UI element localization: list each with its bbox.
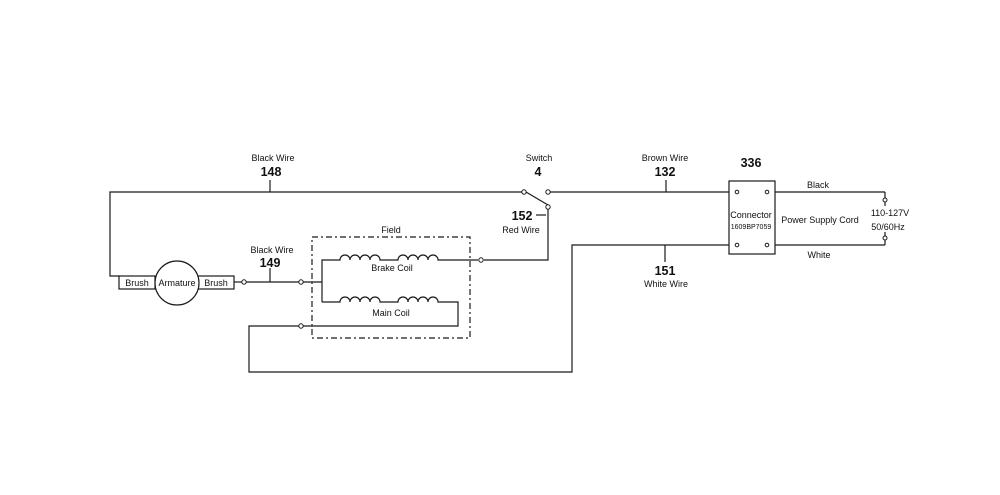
field-enclosure xyxy=(311,236,471,339)
switch-label: Switch xyxy=(526,153,553,163)
red-wire-152 xyxy=(484,209,549,261)
brake-coil-label: Brake Coil xyxy=(371,263,413,273)
black-label: Black xyxy=(807,180,830,190)
brake-coil xyxy=(321,254,478,302)
power-supply-cord-label: Power Supply Cord xyxy=(781,215,859,225)
white-wire-terminal xyxy=(298,323,304,329)
connector-pin xyxy=(734,189,740,195)
wire-number-148: 148 xyxy=(261,165,282,179)
voltage-label: 110-127V xyxy=(871,208,909,218)
switch-terminal-bottom xyxy=(545,204,551,210)
brush-right-label: Brush xyxy=(204,278,228,288)
black-wire-148 xyxy=(109,191,522,277)
plug-terminal xyxy=(882,197,888,203)
armature-label: Armature xyxy=(158,278,195,288)
wire-number-149: 149 xyxy=(260,256,281,270)
main-coil xyxy=(303,296,459,327)
white-wire-label: White Wire xyxy=(644,279,688,289)
switch-blade xyxy=(525,191,549,206)
connector-number-336: 336 xyxy=(741,156,762,170)
wire-number-132: 132 xyxy=(655,165,676,179)
brush-left-label: Brush xyxy=(125,278,149,288)
field-label: Field xyxy=(381,225,401,235)
plug-terminal xyxy=(882,235,888,241)
connector-pin xyxy=(734,242,740,248)
armature xyxy=(154,260,200,306)
connector-pin xyxy=(764,242,770,248)
main-coil-label: Main Coil xyxy=(372,308,410,318)
switch-terminal-right xyxy=(545,189,551,195)
brake-coil-terminal xyxy=(478,257,484,263)
connector-pin xyxy=(764,189,770,195)
white-wire-151 xyxy=(248,244,729,373)
white-label: White xyxy=(807,250,830,260)
switch-terminal-left xyxy=(521,189,527,195)
black-wire-149-label: Black Wire xyxy=(250,245,293,255)
wire-number-151: 151 xyxy=(655,264,676,278)
switch-number-4: 4 xyxy=(535,165,542,179)
brown-wire-label: Brown Wire xyxy=(642,153,689,163)
frequency-label: 50/60Hz xyxy=(871,222,905,232)
connector-label: Connector xyxy=(730,210,772,220)
wire-number-152: 152 xyxy=(512,209,533,223)
black-wire-149-terminal xyxy=(241,279,247,285)
connector-part-number: 1609BP7059 xyxy=(731,224,772,231)
field-terminal xyxy=(298,279,304,285)
black-wire-148-label: Black Wire xyxy=(251,153,294,163)
red-wire-label: Red Wire xyxy=(502,225,540,235)
